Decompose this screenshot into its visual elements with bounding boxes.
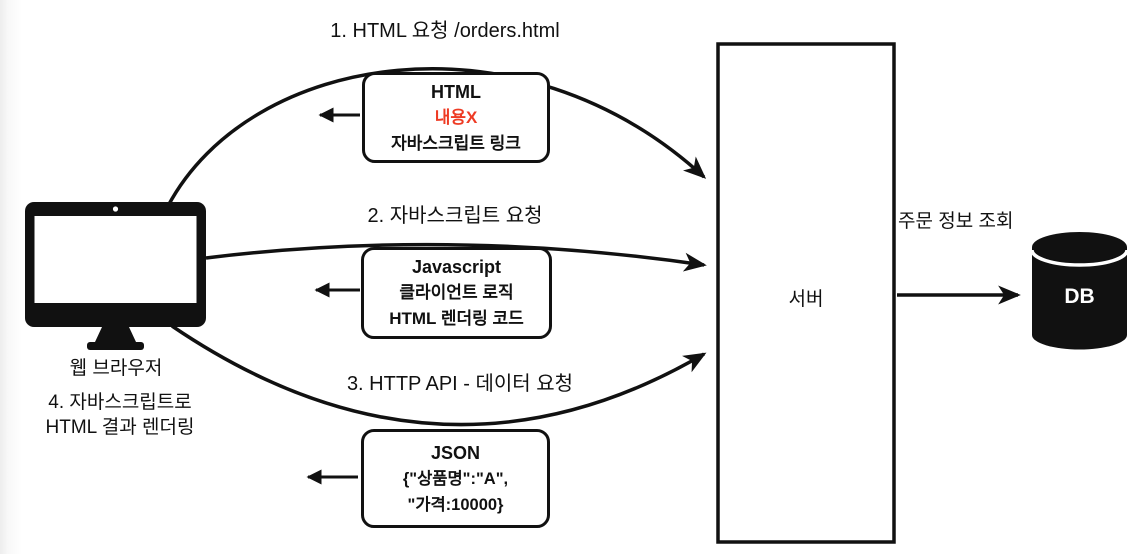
box-line: "가격:10000}	[407, 495, 504, 514]
box-line-red: 내용X	[434, 107, 478, 127]
response-box-json: JSON {"상품명":"A", "가격:10000}	[361, 429, 550, 528]
database-cylinder-icon	[1030, 232, 1129, 350]
monitor-icon	[25, 202, 206, 350]
response-box-javascript: Javascript 클라이언트 로직 HTML 렌더링 코드	[361, 247, 552, 339]
db-query-label: 주문 정보 조회	[898, 211, 1014, 232]
box-line: JSON	[430, 442, 481, 463]
request-arrow-1-html	[166, 67, 707, 207]
step-4-note-line-1: 4. 자바스크립트로	[48, 392, 192, 413]
step-4-note-line-2: HTML 결과 렌더링	[45, 417, 195, 438]
request-arrow-3-api	[171, 324, 707, 427]
response-box-html: HTML 내용X 자바스크립트 링크	[362, 72, 550, 163]
step-1-label: 1. HTML 요청 /orders.html	[330, 20, 560, 42]
box-line: {"상품명":"A",	[402, 469, 509, 488]
box-line: 자바스크립트 링크	[391, 133, 521, 153]
box-line: HTML 렌더링 코드	[389, 309, 524, 328]
server-box	[716, 42, 896, 544]
box-line: 클라이언트 로직	[399, 283, 514, 302]
server-label: 서버	[788, 289, 824, 310]
step-4-note: 4. 자바스크립트로 HTML 결과 렌더링	[0, 390, 240, 440]
db-label: DB	[1064, 285, 1095, 308]
box-line: HTML	[431, 81, 481, 102]
request-arrow-2-javascript	[205, 242, 707, 272]
box-line: Javascript	[411, 257, 502, 277]
step-2-label: 2. 자바스크립트 요청	[367, 205, 543, 227]
browser-label: 웹 브라우저	[69, 358, 163, 379]
step-3-label: 3. HTTP API - 데이터 요청	[346, 373, 574, 395]
